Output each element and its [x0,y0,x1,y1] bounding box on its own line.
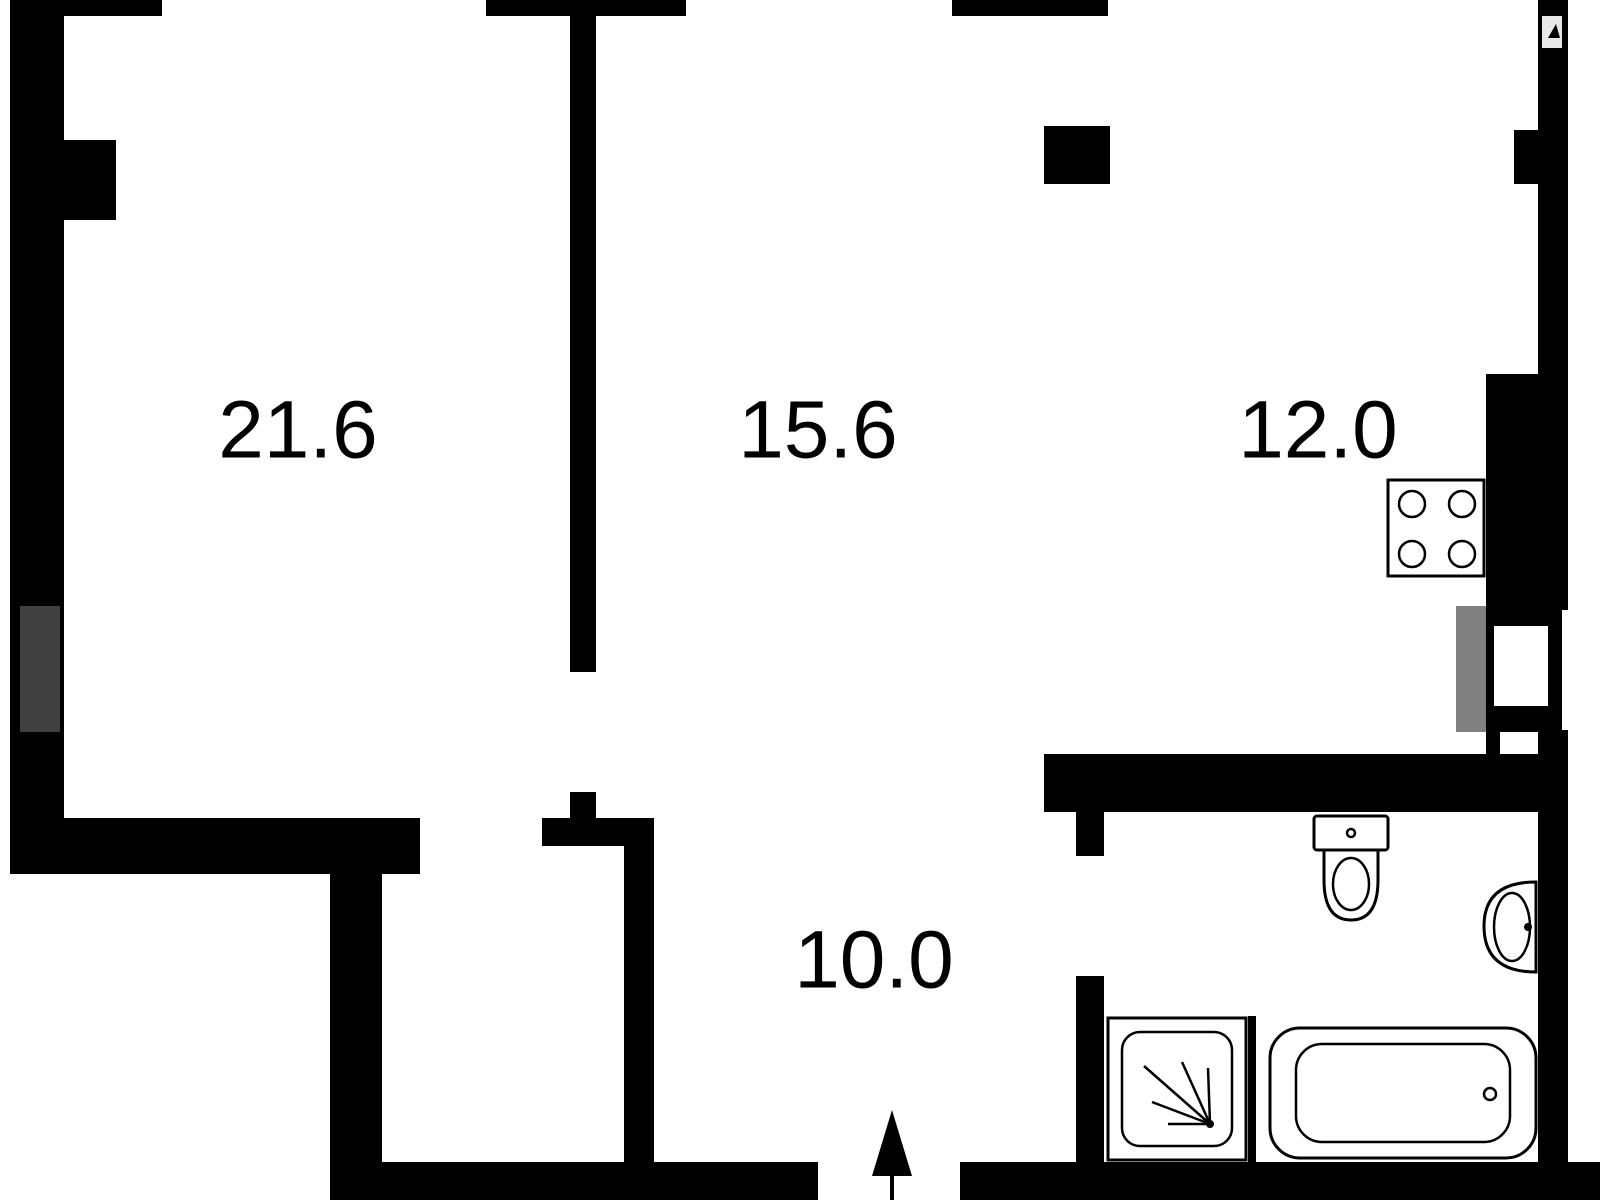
stove-icon [1386,478,1486,578]
wall-bottom-right [960,1162,1600,1200]
sink-icon [1482,880,1538,974]
wall-closet-left [330,818,382,1200]
area-label-room-2: 15.6 [738,385,898,476]
wall-top-1 [10,0,162,16]
wall-kitchen-bottom [1044,754,1568,812]
wall-bath-left-top [1076,808,1104,856]
area-label-hall: 10.0 [794,915,954,1006]
wall-bottom-left [330,1162,818,1200]
window-kitchen-glass [1456,606,1486,732]
toilet-icon [1312,814,1390,922]
wall-top-3 [952,0,1108,16]
window-left [20,606,60,732]
wall-bath-left-bottom [1076,976,1104,1200]
wall-pillar-left [58,140,116,220]
bathtub-icon [1268,1026,1538,1160]
wall-closet-right [624,818,654,1164]
wall-right-nub [1514,130,1544,184]
wall-kitchen-right [1486,374,1568,610]
wall-partition-1-2 [570,0,596,672]
wall-left [10,0,64,874]
wall-right-lower [1538,730,1568,1200]
window-kitchen-opening [1494,626,1548,706]
corner-logo-icon [1542,16,1562,48]
wall-stub [570,792,596,822]
area-label-room-1: 21.6 [218,385,378,476]
entrance-arrow-icon [872,1110,912,1200]
wall-pillar-kitchen [1044,126,1110,184]
shower-tray-icon [1106,1016,1248,1162]
windows [20,606,1562,732]
walls [10,0,1600,1200]
wall-shower-divider [1248,1016,1256,1162]
area-label-kitchen: 12.0 [1238,385,1398,476]
